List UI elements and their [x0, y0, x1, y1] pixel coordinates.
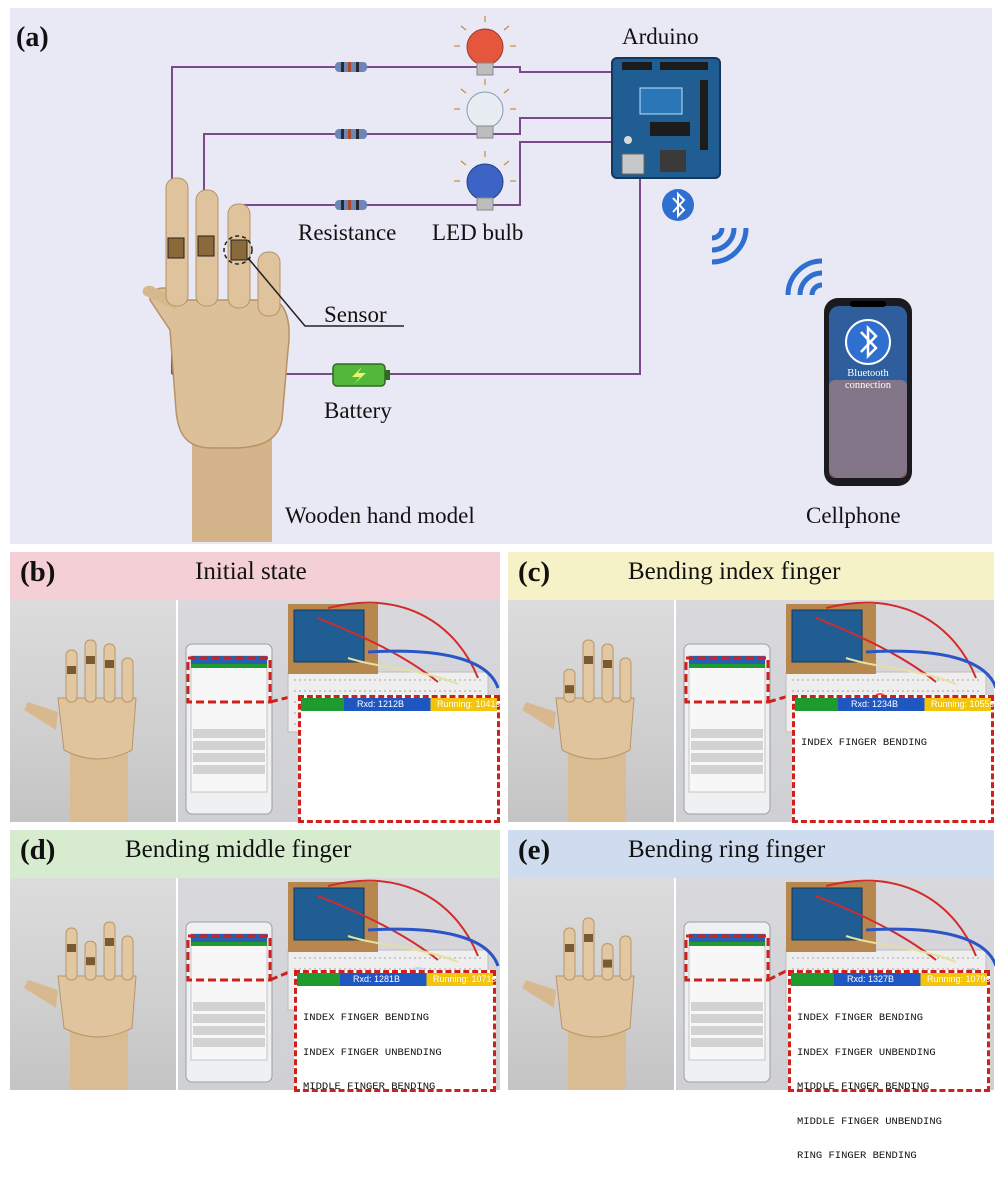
bluetooth-icon — [662, 189, 694, 221]
serial-output: INDEX FINGER BENDING INDEX FINGER UNBEND… — [303, 990, 442, 1117]
serial-output: INDEX FINGER BENDING INDEX FINGER UNBEND… — [797, 990, 942, 1186]
phone-screen-text: Bluetooth connection — [830, 368, 906, 392]
panel-c-serial-monitor-zoom: Rxd: 1234B Running: 1055s INDEX FINGER B… — [792, 695, 994, 823]
panel-b-hand-photo — [10, 600, 176, 822]
resistor-1 — [335, 62, 367, 72]
panel-e-label: (e) — [518, 834, 551, 866]
panel-b-label: (b) — [20, 556, 56, 588]
hand-model-label: Wooden hand model — [285, 503, 475, 528]
serial-status-bar: Rxd: 1212B Running: 1041s — [301, 698, 501, 711]
panel-b-title: Initial state — [195, 558, 307, 585]
serial-line: INDEX FINGER UNBENDING — [303, 1046, 442, 1059]
battery-label: Battery — [324, 398, 392, 423]
running-time: Running: 1079s — [927, 974, 991, 984]
serial-output: INDEX FINGER BENDING — [801, 715, 927, 773]
wooden-hand-model — [142, 177, 290, 542]
led-bulb-white — [454, 79, 516, 139]
rxd-count: Rxd: 1281B — [353, 974, 401, 984]
panel-e-hand-photo — [508, 878, 674, 1090]
rxd-count: Rxd: 1327B — [847, 974, 895, 984]
arduino-board — [611, 57, 721, 179]
serial-line: MIDDLE FINGER BENDING — [303, 1081, 436, 1093]
serial-line: MIDDLE FINGER BENDING — [797, 1081, 930, 1093]
rxd-count: Rxd: 1234B — [851, 699, 899, 709]
circuit-wires — [171, 66, 641, 375]
sensor-leader-line — [247, 257, 404, 327]
resistor-3 — [335, 200, 367, 210]
running-time: Running: 1055s — [931, 699, 995, 709]
panel-d-label: (d) — [20, 834, 56, 866]
phone-text-line-2: connection — [844, 380, 892, 391]
serial-status-bar: Rxd: 1234B Running: 1055s — [795, 698, 995, 711]
wifi-signal-icon — [785, 258, 823, 296]
panel-e-serial-monitor-zoom: Rxd: 1327B Running: 1079s INDEX FINGER B… — [788, 970, 991, 1162]
panel-b-header: (b) Initial state — [10, 552, 500, 600]
panel-d-hand-photo — [10, 878, 176, 1090]
panel-c-title: Bending index finger — [628, 558, 841, 585]
panel-e-header: (e) Bending ring finger — [508, 830, 994, 878]
panel-a-label: (a) — [16, 22, 49, 53]
running-time: Running: 1041s — [437, 699, 501, 709]
serial-status-bar: Rxd: 1281B Running: 1071s — [297, 973, 497, 986]
rxd-count: Rxd: 1212B — [357, 699, 405, 709]
led-bulb-label: LED bulb — [432, 220, 524, 245]
led-bulb-blue — [454, 151, 516, 211]
panel-d-serial-monitor-zoom: Rxd: 1281B Running: 1071s INDEX FINGER B… — [294, 970, 497, 1093]
serial-line: MIDDLE FINGER UNBENDING — [797, 1115, 942, 1128]
wire-bottom — [235, 141, 612, 374]
panel-b-serial-monitor-zoom: Rxd: 1212B Running: 1041s — [298, 695, 500, 823]
wire-ground — [172, 175, 641, 375]
serial-line: INDEX FINGER BENDING — [797, 1012, 924, 1024]
circuit-diagram — [142, 16, 912, 542]
phone-text-line-1: Bluetooth — [847, 368, 889, 379]
led-bulb-red — [454, 16, 516, 76]
resistor-2 — [335, 129, 367, 139]
panel-d-header: (d) Bending middle finger — [10, 830, 500, 878]
sensor-label: Sensor — [324, 302, 387, 327]
wifi-signal-icon — [711, 227, 749, 265]
phone-bluetooth-icon — [845, 319, 891, 365]
running-time: Running: 1071s — [433, 974, 497, 984]
panel-c-hand-photo — [508, 600, 674, 822]
serial-line: INDEX FINGER BENDING — [303, 1012, 430, 1024]
serial-line: INDEX FINGER UNBENDING — [797, 1046, 936, 1059]
serial-line: RING FINGER BENDING — [797, 1150, 917, 1162]
serial-status-bar: Rxd: 1327B Running: 1079s — [791, 973, 991, 986]
panel-c-header: (c) Bending index finger — [508, 552, 994, 600]
arduino-label: Arduino — [622, 24, 699, 49]
cellphone-label: Cellphone — [806, 503, 901, 528]
resistance-label: Resistance — [298, 220, 397, 245]
battery-icon — [332, 363, 390, 387]
serial-line: INDEX FINGER BENDING — [801, 737, 928, 749]
panel-d-title: Bending middle finger — [125, 836, 352, 863]
panel-c-label: (c) — [518, 556, 551, 588]
panel-e-title: Bending ring finger — [628, 836, 826, 863]
wire-top — [171, 66, 612, 374]
